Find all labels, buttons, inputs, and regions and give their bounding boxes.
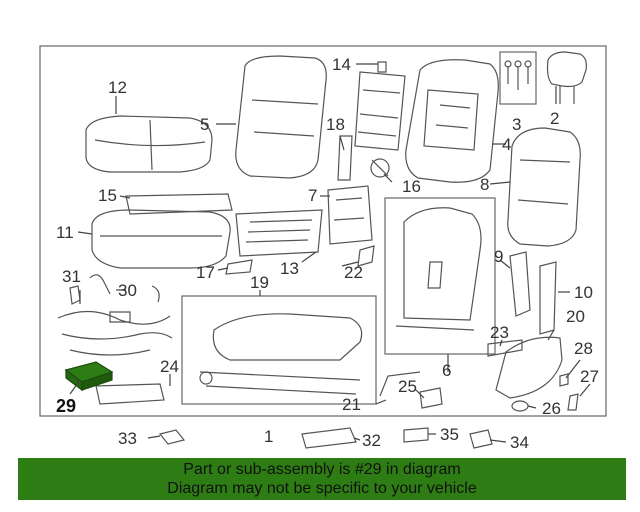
callout-10: 10 [574, 283, 593, 302]
part-30-wire [89, 274, 160, 303]
part-26-cap [511, 400, 529, 412]
callout-5: 5 [200, 115, 209, 134]
part-22-bracket [357, 245, 375, 267]
callout-33: 33 [118, 429, 137, 448]
part-35-connector [403, 427, 429, 443]
callout-26: 26 [542, 399, 561, 418]
part-17-clip [225, 259, 253, 275]
diagram-frame [39, 45, 607, 417]
part-32-trim-panel [301, 427, 357, 449]
callout-23: 23 [490, 323, 509, 342]
callout-12: 12 [108, 78, 127, 97]
callout-27: 27 [580, 367, 599, 386]
callout-24: 24 [160, 357, 179, 376]
callout-14: 14 [332, 55, 351, 74]
callout-25: 25 [398, 377, 417, 396]
part-20-side-shield [495, 336, 563, 399]
part-14-back-panel [354, 61, 406, 151]
callout-18: 18 [326, 115, 345, 134]
part-19-seat-adjuster [199, 313, 363, 395]
part-4-seatback-frame [405, 59, 499, 183]
info-banner: Part or sub-assembly is #29 in diagram D… [18, 458, 626, 500]
part-7-recliner-mechanism [327, 185, 373, 245]
callout-29: 29 [56, 396, 76, 416]
callout-34: 34 [510, 433, 529, 452]
callout-7: 7 [308, 186, 317, 205]
banner-line-2: Diagram may not be specific to your vehi… [167, 480, 477, 497]
part-5-seatback-cover [235, 55, 327, 179]
part-34-clip [469, 429, 493, 449]
callout-31: 31 [62, 267, 81, 286]
part-29-module [64, 361, 114, 392]
leader-lines [69, 63, 591, 443]
callout-22: 22 [344, 263, 363, 282]
part-10-side-trim [539, 261, 557, 335]
callout-15: 15 [98, 186, 117, 205]
callout-9: 9 [494, 247, 503, 266]
part-12-cushion-cover [85, 115, 213, 173]
callout-11: 11 [56, 223, 74, 242]
callout-21: 21 [342, 395, 361, 414]
wiring-harness [57, 310, 173, 356]
part-21-cable [379, 371, 421, 397]
callout-17: 17 [196, 263, 215, 282]
part-13-spring-mat [235, 209, 323, 257]
part-6-back-frame-assembly [395, 207, 482, 331]
part-28-clip [559, 373, 569, 387]
callout-30: 30 [118, 281, 137, 300]
part-8-back-frame [507, 127, 581, 247]
callout-4: 4 [502, 135, 511, 154]
part-3-fasteners [504, 60, 532, 90]
callout-35: 35 [440, 425, 459, 444]
part-2-headrest [546, 51, 587, 104]
part-16-switch [370, 158, 390, 178]
callout-19: 19 [250, 273, 269, 292]
callout-16: 16 [402, 177, 421, 196]
callout-6: 6 [442, 361, 451, 380]
part-11-cushion-pad [91, 209, 231, 269]
callout-1: 1 [264, 427, 273, 446]
sub-box-3 [499, 51, 537, 105]
sub-box-19 [181, 295, 377, 405]
part-27-button [567, 393, 579, 411]
part-33-bracket [158, 429, 186, 445]
part-31-harness-clip [69, 285, 81, 305]
part-9-side-trim [509, 251, 531, 317]
callout-32: 32 [362, 431, 381, 450]
callout-28: 28 [574, 339, 593, 358]
part-15-heater-mat [125, 193, 233, 215]
part-18-bracket [337, 135, 353, 181]
callout-13: 13 [280, 259, 299, 278]
callout-3: 3 [512, 115, 521, 134]
sub-box-6 [384, 197, 496, 355]
callout-2: 2 [550, 109, 559, 128]
callout-20: 20 [566, 307, 585, 326]
part-25-knob [419, 387, 443, 409]
callout-labels: 12 5 14 2 3 4 18 16 8 15 7 11 17 13 22 9… [56, 55, 599, 452]
part-23-trim [487, 339, 523, 357]
banner-line-1: Part or sub-assembly is #29 in diagram [183, 461, 461, 478]
callout-8: 8 [480, 175, 489, 194]
part-24-track-cover [95, 383, 165, 405]
